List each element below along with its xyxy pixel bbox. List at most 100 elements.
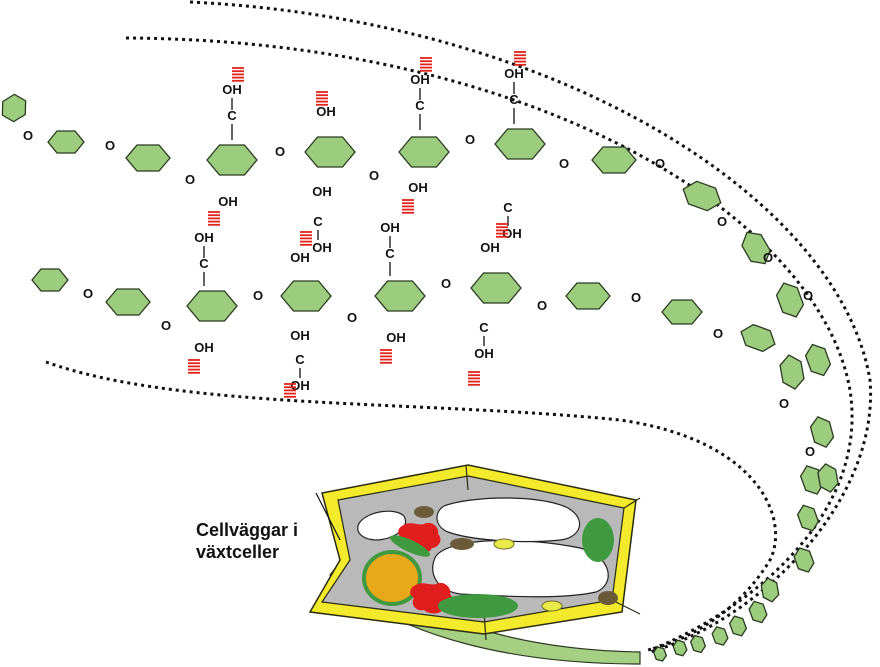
callout-line-2: växtceller	[196, 542, 280, 562]
chloroplast-right	[582, 518, 614, 562]
glucose-ring-icon	[186, 290, 238, 322]
glucose-ring-icon	[280, 280, 332, 312]
glucose-ring-icon	[775, 282, 805, 318]
hydroxyl-label: OH	[386, 330, 406, 345]
hydroxyl-label: OH	[218, 194, 238, 209]
yellow-organelle-1	[493, 538, 515, 550]
glucose-ring-icon	[760, 577, 780, 603]
glycosidic-oxygen: O	[105, 138, 115, 153]
glycosidic-oxygen: O	[631, 290, 641, 305]
glucose-ring-icon	[470, 272, 522, 304]
glucose-ring-icon	[494, 128, 546, 160]
hydroxyl-label: OH	[410, 72, 430, 87]
glycosidic-oxygen: O	[803, 288, 813, 303]
glucose-ring-icon	[304, 136, 356, 168]
glycosidic-oxygen: O	[805, 444, 815, 459]
hydrogen-bond-icon	[514, 51, 526, 66]
glycosidic-oxygen: O	[537, 298, 547, 313]
glycosidic-oxygen: O	[253, 288, 263, 303]
glucose-ring-icon	[591, 146, 637, 174]
hydroxyl-label: OH	[194, 230, 214, 245]
glucose-ring-icon	[31, 268, 69, 292]
glycosidic-oxygen: O	[559, 156, 569, 171]
glycosidic-oxygen: O	[275, 144, 285, 159]
glycosidic-oxygen: O	[369, 168, 379, 183]
glycosidic-oxygen: O	[347, 310, 357, 325]
glycosidic-oxygen: O	[779, 396, 789, 411]
chloroplast-top-left	[389, 535, 431, 557]
hydrogen-bond-icon	[232, 67, 244, 82]
carbon-label: C	[199, 256, 209, 271]
glycosidic-oxygen: O	[465, 132, 475, 147]
glucose-ring-icon	[125, 144, 171, 172]
cell-wall-callout: Cellväggar i växtceller	[196, 519, 298, 563]
glucose-ring-icon	[793, 547, 815, 573]
carbon-label: C	[415, 98, 425, 113]
hydroxyl-label: OH	[290, 378, 310, 393]
glucose-ring-icon	[809, 415, 835, 449]
glucose-ring-icon	[804, 343, 832, 377]
hydroxyl-label: OH	[474, 346, 494, 361]
hydroxyl-label: OH	[480, 240, 500, 255]
glucose-ring-icon	[728, 615, 748, 637]
glucose-ring-icon	[1, 93, 27, 123]
hydroxyl-label: OH	[504, 66, 524, 81]
hydrogen-bond-icon	[402, 199, 414, 214]
hydrogen-bond-icon	[468, 371, 480, 386]
carbon-label: C	[313, 214, 323, 229]
carbon-label: C	[503, 200, 513, 215]
callout-line-1: Cellväggar i	[196, 520, 299, 540]
glucose-ring-icon	[47, 130, 85, 154]
glycosidic-oxygen: O	[185, 172, 195, 187]
chloroplast-bottom	[438, 594, 518, 618]
vacuole-top	[436, 497, 581, 543]
glucose-ring-icon	[741, 231, 771, 265]
glucose-ring-icon	[817, 463, 839, 493]
hydroxyl-label: OH	[194, 340, 214, 355]
carbon-label: C	[509, 92, 519, 107]
hydrogen-bond-icon	[380, 349, 392, 364]
carbon-label: C	[479, 320, 489, 335]
hydroxyl-label: OH	[312, 240, 332, 255]
hydrogen-bond-icon	[284, 383, 296, 398]
glucose-ring-icon	[711, 626, 729, 646]
glucose-ring-icon	[206, 144, 258, 176]
hydrogen-bond-icon	[188, 359, 200, 374]
hydroxyl-label: OH	[380, 220, 400, 235]
hydrogen-bond-icon	[316, 91, 328, 106]
carbon-label: C	[385, 246, 395, 261]
glycosidic-oxygen: O	[441, 276, 451, 291]
hydroxyl-label: OH	[408, 180, 428, 195]
hydrogen-bond-icon	[496, 223, 508, 238]
hydrogen-bond-icon	[420, 57, 432, 72]
glycosidic-oxygen: O	[713, 326, 723, 341]
glucose-ring-icon	[740, 323, 776, 353]
mitochondrion-right	[598, 591, 618, 605]
glycosidic-oxygen: O	[655, 156, 665, 171]
callout-leader	[315, 492, 341, 541]
wall-seams	[465, 464, 641, 641]
glucose-ring-icon	[374, 280, 426, 312]
glucose-ring-icon	[652, 646, 668, 662]
glucose-ring-icon	[672, 639, 688, 657]
outline-inner	[45, 360, 778, 652]
glucose-ring-icon	[105, 288, 151, 316]
glucose-ring-icon	[398, 136, 450, 168]
glucose-ring-icon	[661, 299, 703, 325]
yellow-organelle-2	[541, 600, 563, 612]
glucose-ring-icon	[796, 504, 820, 532]
hydroxyl-label: OH	[290, 250, 310, 265]
hydrogen-bond-icon	[208, 211, 220, 226]
mitochondrion-mid	[450, 538, 474, 550]
hydroxyl-label: OH	[290, 328, 310, 343]
glucose-ring-icon	[779, 354, 805, 390]
hydroxyl-label: OH	[222, 82, 242, 97]
mitochondrion-top	[414, 506, 434, 518]
glycosidic-oxygen: O	[763, 250, 773, 265]
glucose-ring-icon	[565, 282, 611, 310]
glycosidic-oxygen: O	[83, 286, 93, 301]
glucose-ring-icon	[748, 600, 768, 624]
glucose-ring-icon	[682, 180, 722, 212]
